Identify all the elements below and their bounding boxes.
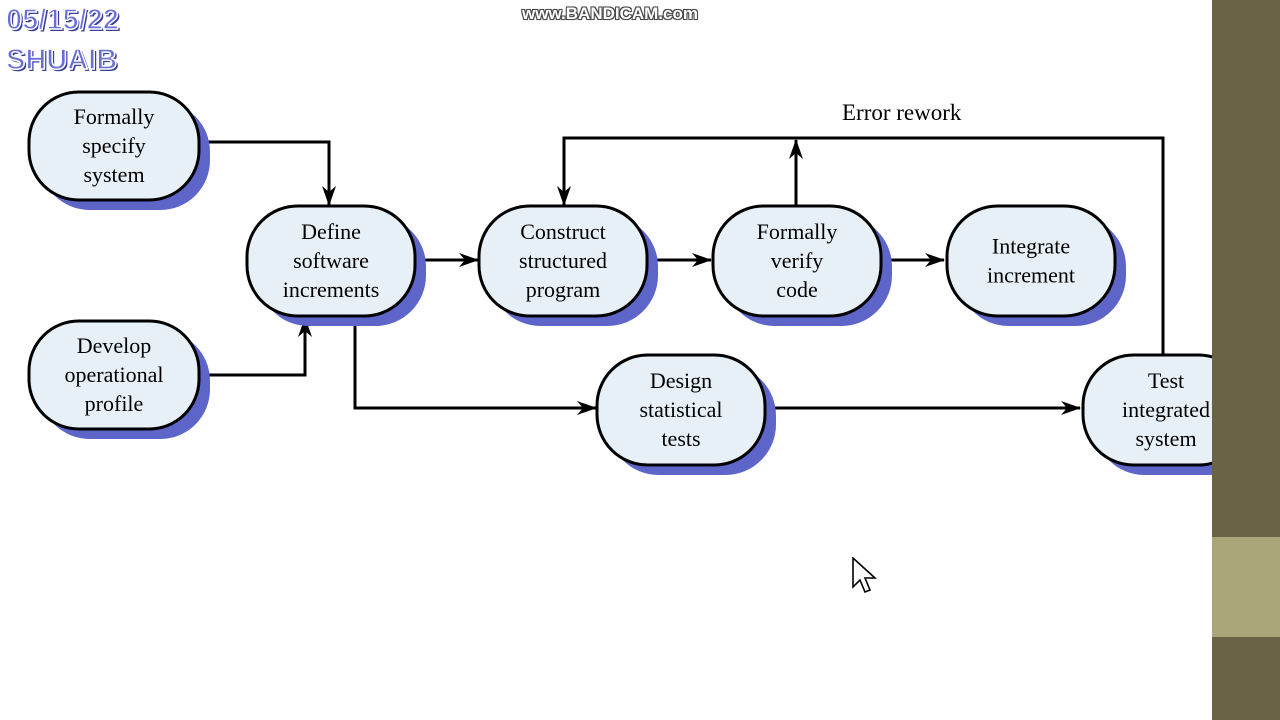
node-label-line: Test <box>1148 368 1184 393</box>
side-bar-block-middle <box>1212 537 1280 637</box>
edge-formally-specify-system-to-define-software-increments <box>198 140 336 206</box>
node-develop-operational-profile: Develop operational profile <box>27 319 210 439</box>
node-label-line: tests <box>661 426 700 451</box>
node-label-line: Formally <box>74 104 155 129</box>
node-label-line: Design <box>650 368 712 393</box>
node-label-line: profile <box>85 391 144 416</box>
node-shape <box>27 90 201 202</box>
node-shape <box>1081 353 1212 467</box>
node-label-line: code <box>776 277 818 302</box>
edge-develop-operational-profile-to-define-software-increments <box>198 317 312 377</box>
node-label-line: specify <box>82 133 146 158</box>
node-construct-structured-program: Construct structured program <box>477 204 658 326</box>
edge-define-software-increments-to-design-statistical-tests <box>353 316 597 415</box>
node-label-line: Develop <box>77 333 152 358</box>
node-label-line: operational <box>65 362 164 387</box>
node-label-line: Formally <box>757 219 838 244</box>
node-shape <box>945 204 1117 318</box>
node-label-line: verify <box>771 248 824 273</box>
node-shape <box>711 204 883 318</box>
node-label-line: increments <box>283 277 380 302</box>
node-label-line: integrated <box>1122 397 1210 422</box>
node-label-line: system <box>83 162 144 187</box>
node-shape <box>595 353 767 467</box>
edge-label-test-integrated-system-to-construct-structured-program: Error rework <box>842 100 962 125</box>
node-integrate-increment: Integrate increment <box>945 204 1126 326</box>
node-test-integrated-system: Test integrated system <box>1081 353 1212 475</box>
nodes-layer: FormallyspecifysystemDevelopoperationalp… <box>27 90 1212 475</box>
edge-test-integrated-system-to-construct-structured-program <box>557 136 1165 355</box>
node-define-software-increments: Define software increments <box>245 204 426 326</box>
recorder-watermark: www.BANDICAM.com <box>522 4 698 23</box>
node-formally-specify-system: Formally specify system <box>27 90 210 210</box>
node-label-line: system <box>1135 426 1196 451</box>
node-label-line: Construct <box>520 219 606 244</box>
side-bar-block-bottom <box>1212 637 1280 720</box>
side-bar-block-top <box>1212 0 1280 537</box>
node-label-line: structured <box>519 248 607 273</box>
labels-layer: Error rework <box>842 100 962 125</box>
node-design-statistical-tests: Design statistical tests <box>595 353 776 475</box>
node-label-line: increment <box>987 263 1075 288</box>
node-formally-verify-code: Formally verify code <box>711 204 892 326</box>
date-stamp: 05/15/22 <box>5 3 119 37</box>
node-label-line: Define <box>301 219 361 244</box>
node-shape <box>27 319 201 431</box>
edges-layer <box>198 136 1165 415</box>
name-stamp: SHUAIB <box>5 43 118 77</box>
node-shape <box>477 204 649 318</box>
slide-side-bar <box>1212 0 1280 720</box>
node-label-line: Integrate <box>992 234 1070 259</box>
node-label-line: statistical <box>639 397 722 422</box>
node-label-line: program <box>526 277 601 302</box>
process-diagram: FormallyspecifysystemDevelopoperationalp… <box>27 90 1212 475</box>
mouse-cursor-icon <box>852 557 878 594</box>
node-shape <box>245 204 417 318</box>
node-label-line: software <box>293 248 369 273</box>
